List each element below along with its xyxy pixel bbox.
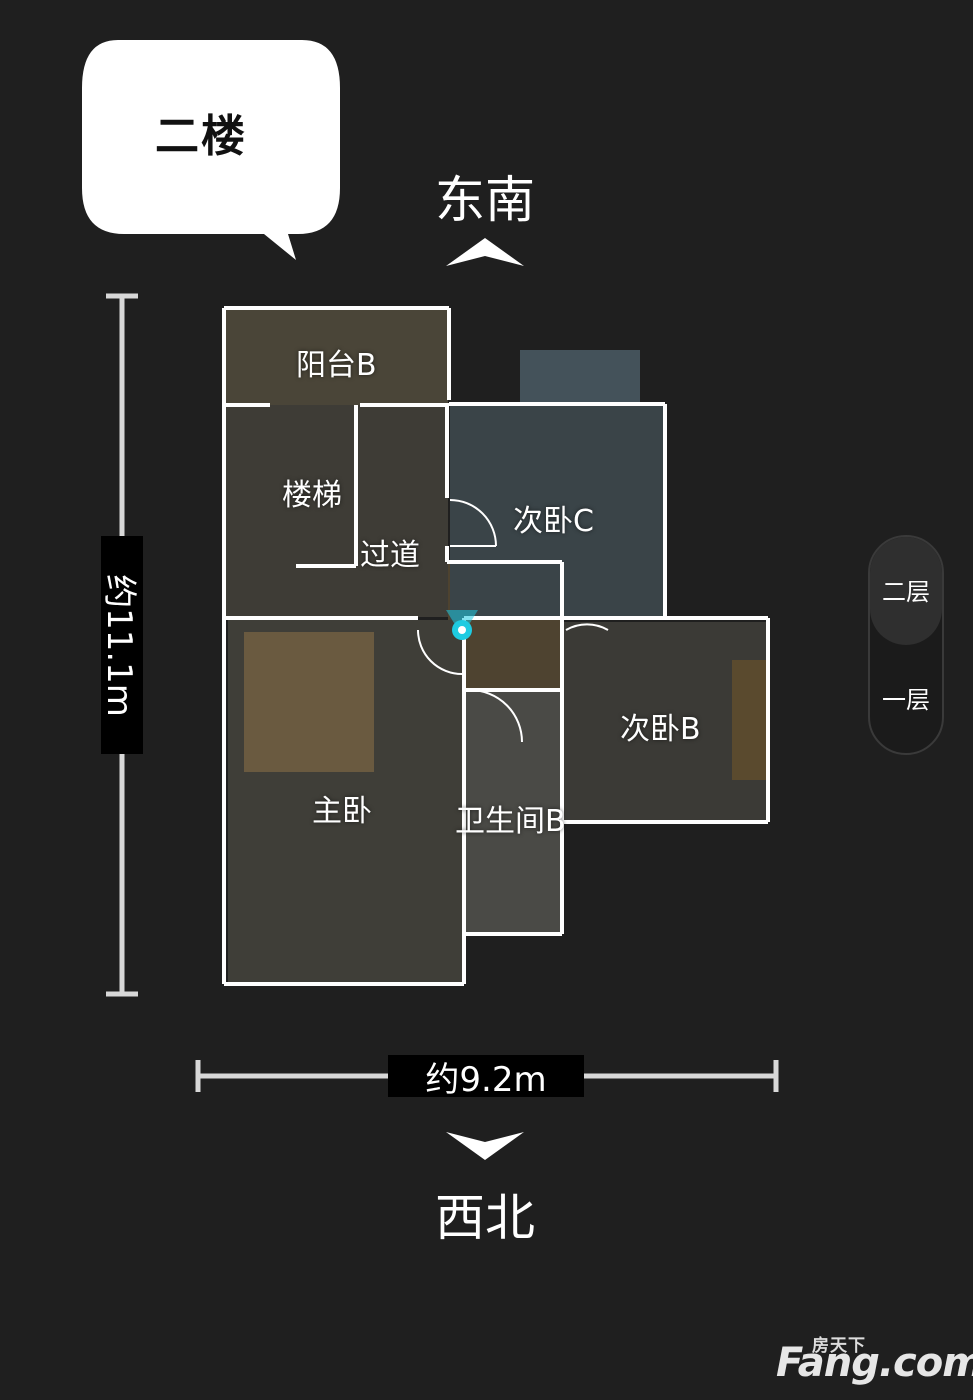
floor-switcher-active-highlight — [870, 537, 942, 645]
room-label-bedroom-c: 次卧C — [513, 504, 594, 539]
walls — [222, 306, 770, 986]
floor-option-2[interactable]: 二层 — [882, 578, 930, 606]
width-label: 约9.2m — [425, 1059, 547, 1100]
direction-top-label: 东南 — [435, 171, 535, 229]
watermark-logo-top: 房天下 — [812, 1336, 866, 1356]
bedroom-c-window — [520, 350, 640, 405]
room-label-balcony: 阳台B — [296, 348, 377, 383]
room-fills — [226, 310, 768, 982]
room-label-corridor: 过道 — [360, 538, 420, 573]
bedroom-c-fill — [450, 405, 664, 620]
room-label-bedroom-b: 次卧B — [620, 712, 701, 747]
door-swings — [417, 499, 609, 743]
master-bed — [244, 632, 374, 772]
height-label: 约11.1m — [98, 573, 139, 717]
bathroom-fill — [466, 690, 562, 934]
speech-bubble — [82, 40, 340, 260]
height-label-box: 约11.1m — [99, 536, 143, 754]
room-label-bathroom: 卫生间B — [455, 804, 566, 839]
room-label-master: 主卧 — [312, 794, 372, 829]
direction-bottom-label: 西北 — [435, 1189, 535, 1247]
balcony-fill — [226, 310, 448, 405]
chevron-up-icon[interactable] — [440, 234, 530, 274]
locator-icon — [446, 610, 478, 640]
width-label-box: 约9.2m — [388, 1055, 584, 1100]
watermark-logo: Fang.com — [776, 1340, 973, 1386]
floor-title: 二楼 — [155, 111, 247, 162]
room-label-stairs: 楼梯 — [282, 478, 342, 513]
floor-plan — [222, 306, 770, 986]
stairs-fill — [226, 405, 448, 617]
bedroom-b-accent — [732, 660, 766, 780]
floor-option-1[interactable]: 一层 — [882, 686, 930, 714]
chevron-down-icon[interactable] — [440, 1126, 530, 1166]
